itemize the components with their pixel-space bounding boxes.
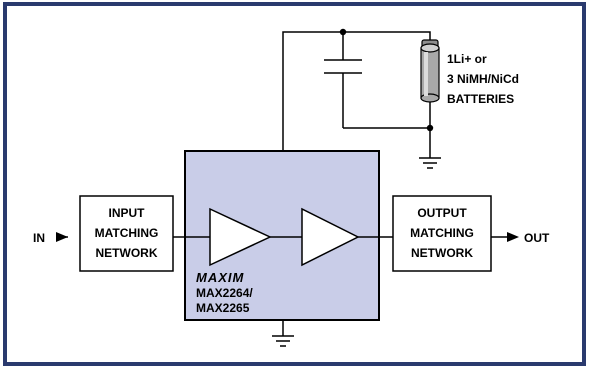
part-number-line-1: MAX2264/	[196, 286, 253, 300]
ground-symbol	[272, 335, 294, 347]
input-network-line-3: NETWORK	[96, 246, 158, 260]
junction-dot	[426, 124, 434, 132]
battery-label-line-3: BATTERIES	[447, 92, 514, 106]
input-arrow	[56, 232, 68, 242]
output-label: OUT	[524, 231, 550, 245]
amplifier-stage-1	[209, 207, 272, 267]
battery-label-line-2: 3 NiMH/NiCd	[447, 72, 519, 86]
battery-label-line-1: 1Li+ or	[447, 52, 487, 66]
input-network-line-1: INPUT	[109, 206, 146, 220]
capacitor	[324, 59, 362, 74]
part-number-line-2: MAX2265	[196, 301, 250, 315]
battery-icon	[420, 39, 440, 103]
input-label: IN	[33, 231, 45, 245]
output-network-line-1: OUTPUT	[417, 206, 467, 220]
output-matching-network	[392, 195, 492, 272]
amplifier-stage-2	[301, 207, 360, 267]
output-network-line-2: MATCHING	[410, 226, 474, 240]
input-matching-network	[79, 195, 174, 272]
junction-dot	[339, 28, 347, 36]
output-network-line-3: NETWORK	[411, 246, 473, 260]
input-network-line-2: MATCHING	[95, 226, 159, 240]
maxim-logo: MAXIM	[196, 270, 245, 285]
output-arrow	[507, 232, 519, 242]
ground-symbol	[419, 157, 441, 169]
